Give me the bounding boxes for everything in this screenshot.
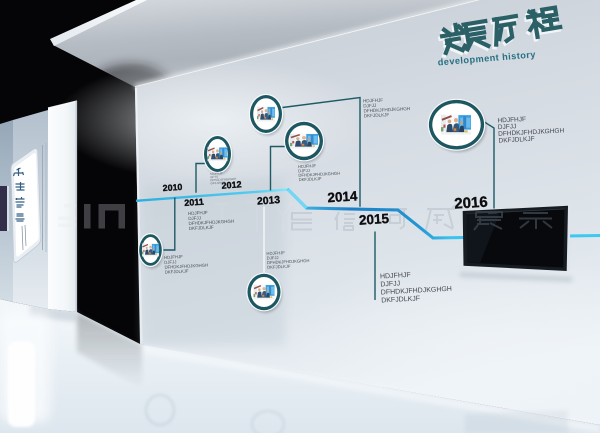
svg-text:DJFJJ: DJFJJ <box>298 168 310 174</box>
svg-text:2010: 2010 <box>162 182 182 193</box>
svg-text:DKFJDLKJF: DKFJDLKJF <box>189 225 214 231</box>
svg-text:DKFJDLKJF: DKFJDLKJF <box>364 112 390 118</box>
svg-text:DFHDKJFHDJKGHGH: DFHDKJFHDJKGHGH <box>188 219 234 226</box>
svg-text:DFHDKJFHDJKGHGH: DFHDKJFHDJKGHGH <box>267 258 310 265</box>
svg-text:DJFJJ: DJFJJ <box>498 123 517 131</box>
svg-text:2013: 2013 <box>257 195 281 208</box>
svg-text:DFHDKJFHDJKGHGH: DFHDKJFHDJKGHGH <box>298 171 340 178</box>
svg-text:DFHGDJFHGKSDH: DFHGDJFHGKSDH <box>210 177 236 182</box>
svg-text:HDJFHJF: HDJFHJF <box>164 254 183 260</box>
svg-text:HDJFHJF: HDJFHJF <box>363 97 384 103</box>
svg-text:DFHDKJFHDJKGHGH: DFHDKJFHDJKGHGH <box>498 127 565 137</box>
svg-text:HDJFHJF: HDJFHJF <box>188 210 208 216</box>
svg-text:DJFJJ: DJFJJ <box>188 215 201 221</box>
svg-text:HDJFHJF: HDJFHJF <box>266 250 285 256</box>
svg-text:DFHDKJFHDJKGHGH: DFHDKJFHDJKGHGH <box>381 286 452 297</box>
svg-text:DKFJDLKJF: DKFJDLKJF <box>165 268 189 274</box>
svg-text:SDJFHJF: SDJFHJF <box>210 171 223 176</box>
svg-text:DJFJJ: DJFJJ <box>363 103 376 109</box>
svg-text:DFHDKJFHDJKGHGH: DFHDKJFHDJKGHGH <box>363 106 410 113</box>
svg-text:DJFJJ: DJFJJ <box>380 280 400 288</box>
svg-text:HDJFHJF: HDJFHJF <box>497 116 526 124</box>
svg-text:DKFJDLKJF: DKFJDLKJF <box>381 295 420 304</box>
svg-text:2016: 2016 <box>454 194 488 213</box>
svg-text:DJFJJ: DJFJJ <box>267 255 279 261</box>
svg-text:2011: 2011 <box>184 197 204 208</box>
svg-text:2014: 2014 <box>327 188 358 205</box>
svg-text:DJFJJ: DJFJJ <box>164 259 176 265</box>
svg-text:GKFJDHJF: GKFJDHJF <box>210 181 225 186</box>
svg-text:HDJFHJF: HDJFHJF <box>298 163 317 169</box>
svg-text:DKFJDLKJF: DKFJDLKJF <box>299 176 322 182</box>
svg-text:DKFJDLKJF: DKFJDLKJF <box>267 264 291 270</box>
svg-text:DFHDKJFHDJKGHGH: DFHDKJFHDJKGHGH <box>164 263 208 270</box>
svg-text:2015: 2015 <box>359 211 390 228</box>
svg-text:2012: 2012 <box>221 179 242 190</box>
svg-text:HDJFHJF: HDJFHJF <box>380 272 411 281</box>
svg-text:GFYU: GFYU <box>210 175 218 179</box>
svg-text:DKFJDLKJF: DKFJDLKJF <box>498 136 534 145</box>
